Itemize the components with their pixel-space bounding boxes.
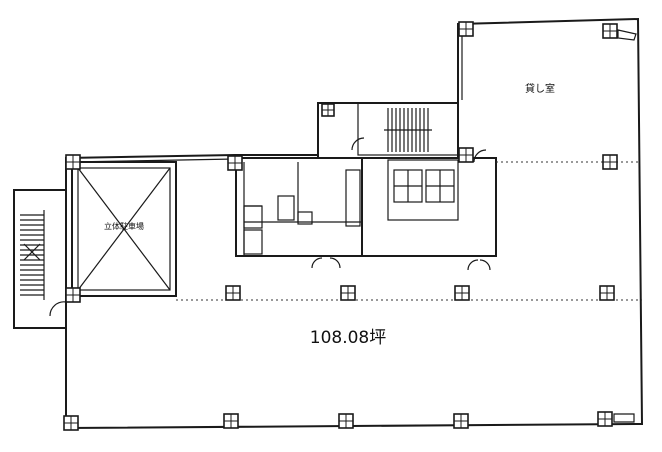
- column: [340, 285, 356, 301]
- partition-lines: [176, 161, 642, 301]
- column: [453, 413, 469, 429]
- stair-core: [317, 102, 459, 159]
- column: [458, 147, 474, 163]
- outer-walls: [65, 17, 644, 430]
- left-stairwell: [13, 189, 67, 329]
- rental-room-label: 貸し室: [525, 82, 555, 95]
- column: [599, 285, 615, 301]
- column: [454, 285, 470, 301]
- column: [597, 411, 613, 427]
- corner-fixtures: [613, 29, 637, 423]
- column: [458, 21, 474, 37]
- column: [602, 154, 618, 170]
- elevator-hall: [361, 149, 497, 271]
- column: [65, 287, 81, 303]
- column: [65, 154, 81, 170]
- column: [338, 413, 354, 429]
- column: [223, 413, 239, 429]
- columns: [63, 21, 618, 431]
- column: [63, 415, 79, 431]
- core-rooms: [235, 157, 363, 269]
- column: [227, 155, 243, 171]
- column: [321, 103, 335, 117]
- parking-area: [71, 161, 177, 297]
- floor-area-label: 108.08坪: [310, 328, 386, 348]
- column: [602, 23, 618, 39]
- parking-label: 立体駐車場: [104, 221, 144, 231]
- column: [225, 285, 241, 301]
